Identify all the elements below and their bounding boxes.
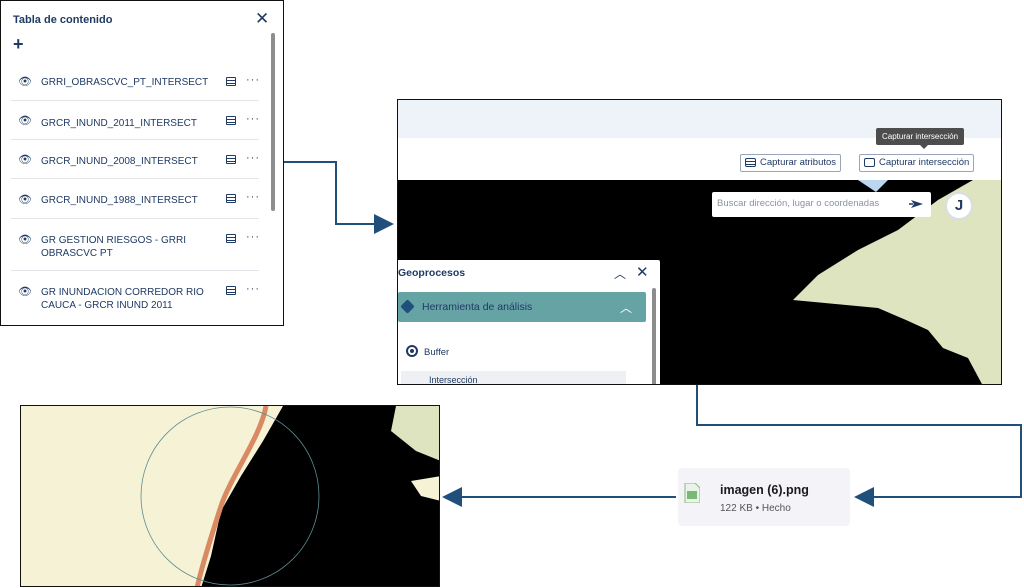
captured-map-image bbox=[20, 405, 440, 587]
map-app-panel: Capturar intersección Capturar atributos… bbox=[397, 99, 1002, 385]
eye-icon[interactable]: 👁 bbox=[18, 76, 32, 88]
scrollbar[interactable] bbox=[271, 33, 275, 211]
option-buffer[interactable]: Buffer bbox=[406, 345, 449, 358]
scrollbar[interactable] bbox=[652, 288, 656, 384]
more-options-icon[interactable]: ··· bbox=[246, 152, 259, 164]
camera-icon bbox=[864, 158, 875, 167]
eye-icon[interactable]: 👁 bbox=[18, 234, 32, 246]
toc-panel: Tabla de contenido ✕ + 👁 GRRI_OBRASCVC_P… bbox=[0, 0, 284, 326]
cube-icon bbox=[400, 299, 415, 314]
layer-label: GRRI_OBRASCVC_PT_INTERSECT bbox=[41, 77, 209, 88]
toc-title: Tabla de contenido bbox=[13, 14, 113, 26]
chevron-up-icon[interactable]: ︿ bbox=[620, 301, 633, 315]
image-file-icon bbox=[684, 483, 700, 503]
capture-attributes-button[interactable]: Capturar atributos bbox=[740, 154, 842, 172]
layer-item[interactable]: 👁 GRCR_INUND_2011_INTERSECT ··· bbox=[11, 101, 259, 140]
layer-label: GRCR_INUND_2011_INTERSECT bbox=[41, 118, 197, 129]
more-options-icon[interactable]: ··· bbox=[246, 113, 259, 125]
geoprocess-title: Geoprocesos bbox=[398, 267, 466, 279]
tooltip: Capturar intersección bbox=[876, 128, 965, 149]
more-options-icon[interactable]: ··· bbox=[246, 283, 259, 295]
eye-icon[interactable]: 👁 bbox=[18, 286, 32, 298]
capture-intersection-button[interactable]: Capturar intersección bbox=[859, 154, 975, 172]
geoprocess-panel: Geoprocesos ︿ ✕ Herramienta de análisis … bbox=[398, 260, 660, 384]
eye-icon[interactable]: 👁 bbox=[18, 154, 32, 166]
search-input[interactable]: Buscar dirección, lugar o coordenadas bbox=[712, 192, 931, 217]
layer-item[interactable]: 👁 GRCR_INUND_2008_INTERSECT ··· bbox=[11, 140, 259, 179]
arrow-toc-to-app bbox=[284, 161, 394, 234]
download-filename: imagen (6).png bbox=[720, 483, 809, 497]
radio-icon[interactable] bbox=[406, 345, 418, 357]
layer-list: 👁 GRRI_OBRASCVC_PT_INTERSECT ··· 👁 GRCR_… bbox=[11, 61, 259, 309]
layer-label: GRCR_INUND_1988_INTERSECT bbox=[41, 195, 198, 206]
attribute-table-icon[interactable] bbox=[226, 155, 236, 164]
user-avatar[interactable]: J bbox=[945, 192, 973, 220]
more-options-icon[interactable]: ··· bbox=[246, 191, 259, 203]
chevron-up-icon[interactable]: ︿ bbox=[614, 267, 627, 281]
attribute-table-icon[interactable] bbox=[226, 194, 236, 203]
layer-label: GRCR_INUND_2008_INTERSECT bbox=[41, 156, 198, 167]
close-icon[interactable]: ✕ bbox=[636, 264, 649, 281]
layer-item[interactable]: 👁 GRRI_OBRASCVC_PT_INTERSECT ··· bbox=[11, 61, 259, 101]
eye-icon[interactable]: 👁 bbox=[18, 115, 32, 127]
eye-icon[interactable]: 👁 bbox=[18, 194, 32, 206]
attribute-table-icon[interactable] bbox=[226, 116, 236, 125]
layer-item[interactable]: 👁 GRCR_INUND_1988_INTERSECT ··· bbox=[11, 179, 259, 219]
download-item[interactable]: imagen (6).png 122 KB • Hecho bbox=[678, 468, 850, 526]
option-intersection[interactable]: Intersección bbox=[401, 371, 626, 384]
close-icon[interactable]: ✕ bbox=[255, 9, 270, 28]
captured-map-render bbox=[21, 406, 439, 586]
attribute-table-icon[interactable] bbox=[226, 286, 236, 295]
search-go-icon[interactable] bbox=[909, 196, 925, 212]
more-options-icon[interactable]: ··· bbox=[246, 74, 259, 86]
analysis-tool-header[interactable]: Herramienta de análisis ︿ bbox=[398, 292, 646, 322]
attribute-table-icon[interactable] bbox=[226, 234, 236, 243]
attribute-table-icon[interactable] bbox=[226, 77, 236, 86]
more-options-icon[interactable]: ··· bbox=[246, 231, 259, 243]
table-icon bbox=[745, 158, 756, 167]
add-layer-icon[interactable]: + bbox=[13, 34, 24, 54]
download-meta: 122 KB • Hecho bbox=[720, 503, 791, 514]
